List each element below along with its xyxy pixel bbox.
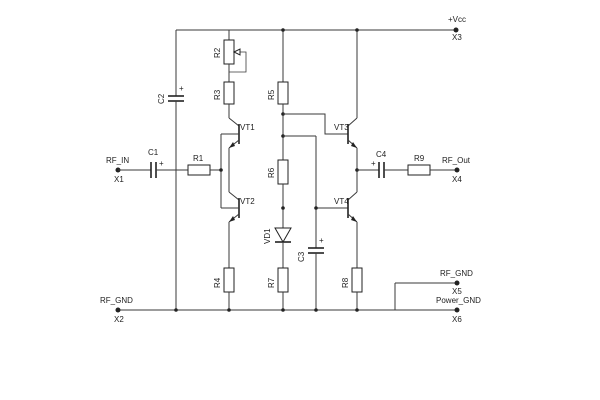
rf-gnd-left-label: RF_GND: [100, 296, 133, 305]
c4-plus: +: [371, 159, 376, 168]
r2-resistor: [223, 39, 235, 65]
junction-r7-gnd: [281, 308, 285, 312]
r2-label: R2: [213, 47, 222, 58]
r3-resistor: [223, 81, 235, 105]
r7-label: R7: [267, 277, 276, 288]
r5-label: R5: [267, 89, 276, 100]
r4-label: R4: [213, 277, 222, 288]
vt3-emitter-arrow: [351, 142, 357, 148]
junction-r5-vcc: [281, 28, 285, 32]
r6-resistor: [277, 159, 289, 185]
vt2-collector-lead: [228, 191, 240, 201]
vt2-emitter-arrow: [229, 216, 235, 222]
r9-label: R9: [414, 154, 425, 163]
c3-plus: +: [319, 236, 324, 245]
c1-plus: +: [159, 159, 164, 168]
junction-c3-gnd: [314, 308, 318, 312]
junction-vt4-base: [314, 206, 318, 210]
vd1-diode: [274, 227, 292, 244]
vt2-label: VT2: [240, 197, 255, 206]
vcc-label: +Vcc: [448, 15, 466, 24]
junction-base-link: [219, 168, 223, 172]
r9-resistor: [407, 164, 431, 176]
vt1-emitter-arrow: [229, 142, 235, 148]
rf-out-label: RF_Out: [442, 156, 471, 165]
rf-gnd-left-terminal[interactable]: [115, 307, 121, 313]
power-gnd-terminal[interactable]: [454, 307, 460, 313]
rf-out-terminal[interactable]: [454, 167, 460, 173]
junction-r8-gnd: [355, 308, 359, 312]
rf-gnd-right-terminal[interactable]: [454, 280, 460, 286]
vt4-label: VT4: [334, 197, 349, 206]
vt4-emitter-arrow: [351, 216, 357, 222]
vt1-collector-lead: [228, 117, 240, 127]
r2-wiper-arrow: [232, 48, 241, 56]
junction-r4-gnd: [227, 308, 231, 312]
c3-label: C3: [297, 251, 306, 262]
bias-link-vt3: [283, 113, 348, 135]
r3-label: R3: [213, 89, 222, 100]
r5-resistor: [277, 81, 289, 105]
r8-label: R8: [341, 277, 350, 288]
junction-vt3-vcc: [355, 28, 359, 32]
r7-resistor: [277, 267, 289, 293]
c4-label: C4: [376, 150, 387, 159]
rf-in-label: RF_IN: [106, 156, 129, 165]
r1-resistor: [187, 164, 211, 176]
vcc-terminal[interactable]: [453, 27, 459, 33]
junction-vd1-top: [281, 206, 285, 210]
r8-resistor: [351, 267, 363, 293]
r4-resistor: [223, 267, 235, 293]
c2-plus: +: [179, 84, 184, 93]
power-gnd-label: Power_GND: [436, 296, 481, 305]
rf-gnd-right-label: RF_GND: [440, 269, 473, 278]
x2-label: X2: [114, 315, 124, 324]
junction-c2-gnd: [174, 308, 178, 312]
vt4-collector-lead: [347, 191, 358, 201]
vd1-label: VD1: [263, 228, 272, 244]
vt3-label: VT3: [334, 123, 349, 132]
c2-label: C2: [157, 93, 166, 104]
x4-label: X4: [452, 175, 462, 184]
vt3-collector-lead: [347, 117, 358, 127]
r6-label: R6: [267, 167, 276, 178]
x3-label: X3: [452, 33, 462, 42]
vt1-label: VT1: [240, 123, 255, 132]
r1-label: R1: [193, 154, 204, 163]
x5-label: X5: [452, 287, 462, 296]
c1-label: C1: [148, 148, 159, 157]
x6-label: X6: [452, 315, 462, 324]
x1-label: X1: [114, 175, 124, 184]
